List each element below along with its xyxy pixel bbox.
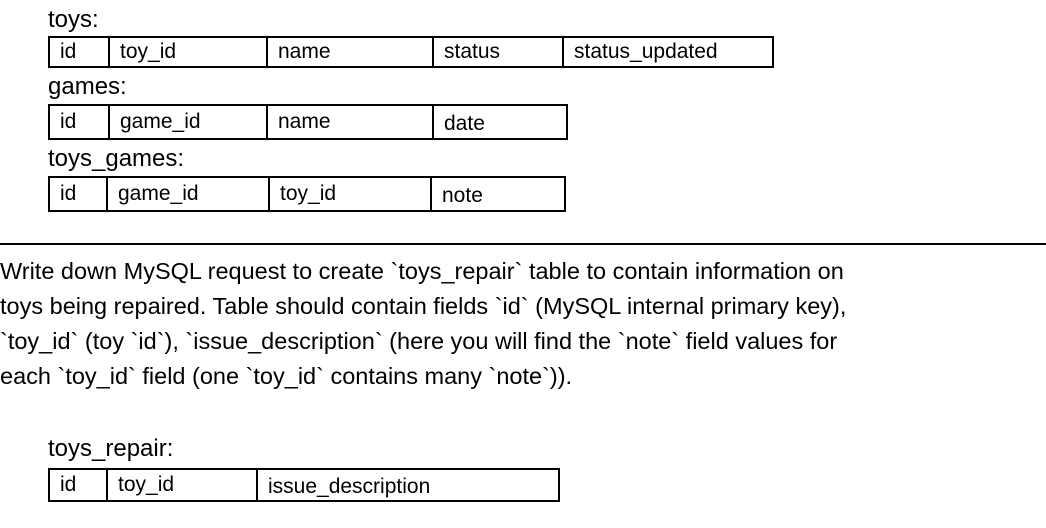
toys-games-column-toy-id: toy_id: [270, 178, 432, 210]
question-text: Write down MySQL request to create `toys…: [0, 254, 1040, 394]
toys-games-schema-row: id game_id toy_id note: [48, 176, 566, 212]
toys-games-column-note: note: [442, 184, 483, 207]
question-line: toys being repaired. Table should contai…: [0, 293, 847, 319]
toys-column-id: id: [50, 38, 110, 66]
games-column-game-id: game_id: [110, 106, 268, 138]
question-line: each `toy_id` field (one `toy_id` contai…: [0, 363, 573, 389]
toys-repair-column-toy-id: toy_id: [108, 470, 258, 500]
games-column-id: id: [50, 106, 110, 138]
toys-games-column-id: id: [50, 178, 108, 210]
toys-schema-row: id toy_id name status status_updated: [48, 36, 774, 68]
toys-repair-column-id: id: [50, 470, 108, 500]
toys-games-column-game-id: game_id: [108, 178, 270, 210]
toys-repair-table-label: toys_repair:: [48, 435, 174, 462]
question-line: `toy_id` (toy `id`), `issue_description`…: [0, 328, 838, 354]
toys-column-status: status: [434, 38, 564, 66]
question-line: Write down MySQL request to create `toys…: [0, 258, 844, 284]
toys-repair-column-issue-description: issue_description: [268, 475, 431, 498]
games-column-name: name: [268, 106, 434, 138]
toys-table-label: toys:: [48, 6, 99, 33]
toys-column-toy-id: toy_id: [110, 38, 268, 66]
games-column-date: date: [444, 112, 485, 135]
section-divider: [0, 243, 1046, 245]
toys-games-table-label: toys_games:: [48, 145, 185, 172]
games-table-label: games:: [48, 73, 127, 100]
games-schema-row: id game_id name date: [48, 104, 568, 140]
toys-column-name: name: [268, 38, 434, 66]
toys-repair-schema-row: id toy_id issue_description: [48, 468, 560, 502]
toys-column-status-updated: status_updated: [574, 40, 718, 63]
